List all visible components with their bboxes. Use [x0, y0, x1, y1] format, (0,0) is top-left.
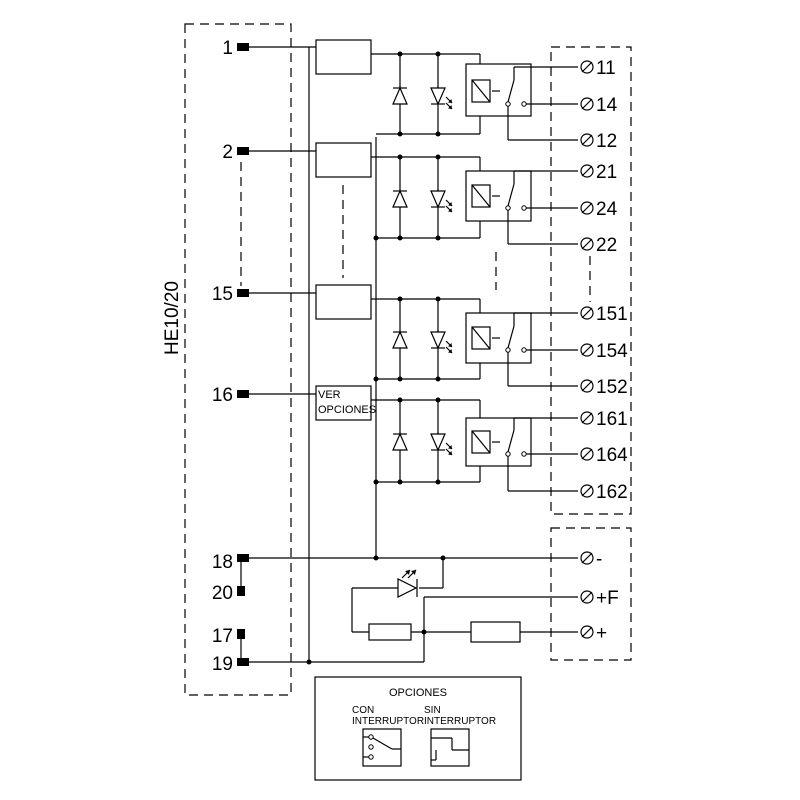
pin-20: 20	[212, 562, 245, 604]
svg-text:17: 17	[212, 626, 233, 647]
connector-box	[184, 23, 292, 696]
svg-text:15: 15	[212, 284, 233, 305]
terminal-14: 14	[580, 95, 618, 116]
terminal-151: 151	[580, 304, 628, 325]
terminal-12: 12	[580, 131, 617, 152]
svg-text:+: +	[596, 623, 607, 644]
svg-text:21: 21	[596, 162, 617, 183]
ver-opciones-line1: VER	[318, 389, 341, 401]
svg-text:19: 19	[212, 654, 233, 675]
svg-text:20: 20	[212, 583, 233, 604]
module-ch1	[315, 39, 372, 75]
svg-text:11: 11	[596, 58, 616, 79]
connector-label: HE10/20	[162, 281, 183, 355]
svg-text:14: 14	[596, 95, 618, 116]
switch-option-icon	[362, 728, 402, 767]
svg-text:152: 152	[596, 377, 628, 398]
svg-text:18: 18	[212, 552, 233, 573]
svg-text:INTERRUPTOR: INTERRUPTOR	[352, 716, 424, 727]
terminal-minus: -	[580, 549, 602, 570]
terminal-152: 152	[580, 377, 628, 398]
terminal-24: 24	[580, 199, 618, 220]
svg-text:16: 16	[212, 385, 233, 406]
pin-1: 1	[222, 38, 316, 59]
terminal-plus: +	[580, 623, 607, 644]
channel-2	[371, 154, 578, 245]
svg-text:154: 154	[596, 341, 628, 362]
svg-text:22: 22	[596, 235, 617, 256]
module-ch15	[315, 284, 372, 320]
svg-text:161: 161	[596, 409, 628, 430]
svg-text:1: 1	[222, 38, 233, 59]
svg-text:+F: +F	[596, 588, 619, 609]
ver-opciones-line2: OPCIONES	[318, 404, 376, 416]
terminal-161: 161	[580, 409, 628, 430]
svg-text:2: 2	[222, 142, 233, 163]
svg-text:CON: CON	[352, 705, 374, 716]
svg-text:12: 12	[596, 131, 617, 152]
terminal-21: 21	[580, 162, 617, 183]
pin-2: 2	[222, 142, 316, 163]
power-section: - +F +	[249, 549, 619, 665]
output-terminals: 11 14 12 21 24 22 151 154 152 161 164 16…	[580, 58, 628, 503]
pin-17: 17	[212, 626, 245, 660]
no-switch-option-icon	[430, 728, 470, 767]
terminal-22: 22	[580, 235, 617, 256]
svg-text:-: -	[596, 549, 602, 570]
svg-text:INTERRUPTOR: INTERRUPTOR	[424, 716, 496, 727]
terminal-162: 162	[580, 482, 628, 503]
terminal-164: 164	[580, 445, 628, 466]
pin-16: 16	[212, 385, 316, 406]
options-legend: OPCIONES CON INTERRUPTOR SIN INTERRUPTOR	[314, 676, 522, 781]
svg-text:162: 162	[596, 482, 628, 503]
svg-text:164: 164	[596, 445, 628, 466]
pin-15: 15	[212, 284, 316, 305]
pin-19: 19	[212, 654, 424, 675]
channel-16	[371, 397, 578, 492]
power-terminal-box	[550, 527, 632, 661]
terminal-plus-f: +F	[580, 588, 619, 609]
svg-text:151: 151	[596, 304, 628, 325]
svg-text:SIN: SIN	[424, 705, 441, 716]
terminal-11: 11	[580, 58, 616, 79]
module-ch2	[315, 142, 372, 178]
pin-18: 18	[212, 552, 249, 573]
terminal-154: 154	[580, 341, 628, 362]
module-ch16	[315, 385, 372, 421]
output-terminal-box	[550, 46, 632, 515]
channel-15	[371, 296, 578, 387]
channel-1	[371, 51, 578, 141]
options-title: OPCIONES	[389, 687, 447, 699]
svg-text:24: 24	[596, 199, 618, 220]
